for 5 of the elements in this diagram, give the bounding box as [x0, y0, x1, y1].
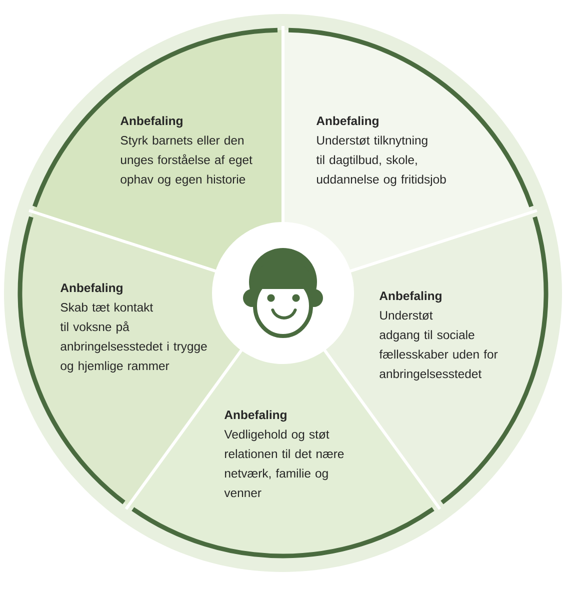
recommendation-text: Anbefaling Vedligehold og støt relationen til det nære netværk, familie og venner: [224, 410, 344, 498]
recommendation-text: Anbefaling Understøt adgang til sociale fællesskaber uden for anbringelsesstedet: [379, 291, 498, 381]
recommendation-text: Anbefaling Styrk barnets eller den unges forståelse af eget ophav og egen historie: [120, 116, 252, 186]
recommendation-text: Anbefaling Understøt tilknytning til dagtilbud, skole, uddannelse og fritidsjob: [316, 116, 446, 186]
recommendation-text: Anbefaling Skab tæt kontakt til voksne på anbringelsesstedet i trygge og hjemlige rammer: [60, 283, 207, 373]
